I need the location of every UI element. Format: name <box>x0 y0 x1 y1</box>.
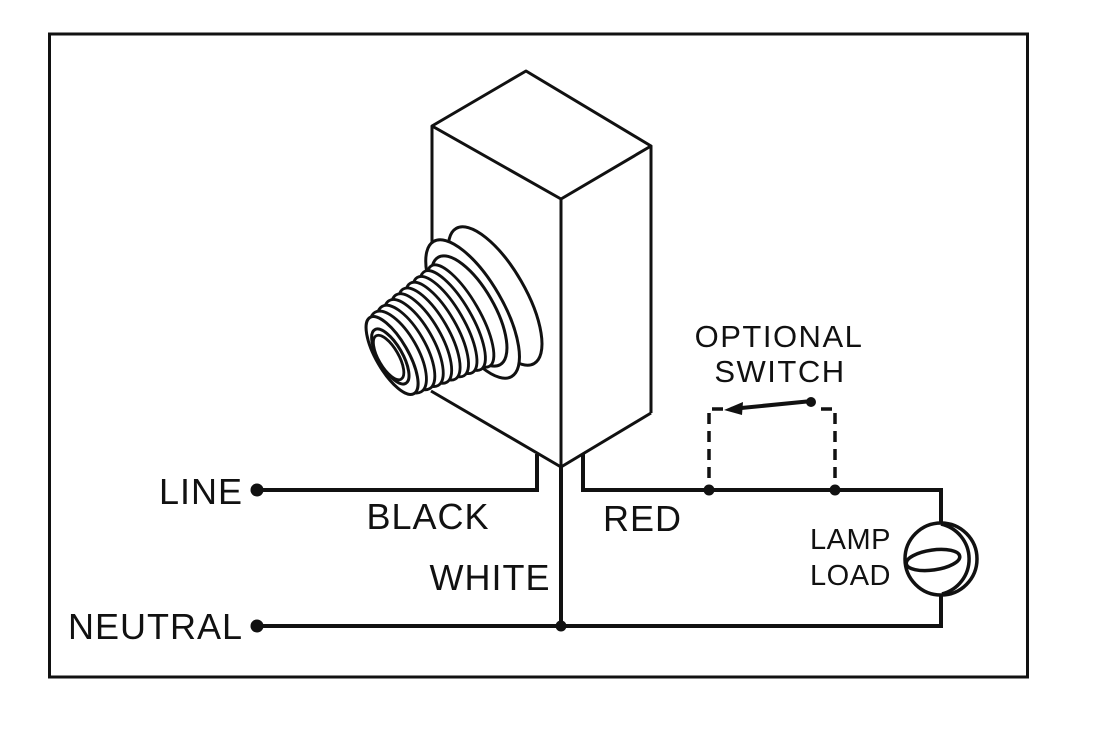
photocell-box-bottom-left-edge <box>430 389 562 469</box>
neutral-wire <box>256 596 943 628</box>
switch-blade <box>730 399 813 411</box>
wires <box>256 454 943 628</box>
optional-switch-symbol <box>703 397 841 496</box>
white-wire-label: WHITE <box>430 557 551 598</box>
switch-blade-arrowhead-icon <box>724 402 743 415</box>
lamp-load-symbol <box>903 521 979 597</box>
photocell-box-top-face <box>430 69 653 201</box>
black-wire-label: BLACK <box>366 496 489 537</box>
switch-dashed-lead-left <box>707 407 723 489</box>
neutral-label: NEUTRAL <box>68 606 243 647</box>
white-neutral-junction-dot <box>555 620 567 632</box>
red-wire-label: RED <box>603 498 682 539</box>
lamp-filament-ellipse <box>904 547 962 573</box>
photocell-box <box>430 69 653 469</box>
optional-switch-label-line1: OPTIONAL <box>695 319 864 354</box>
line-black-wire <box>256 454 539 492</box>
lamp-filament-arc <box>940 522 971 596</box>
line-label: LINE <box>159 471 243 512</box>
sensor-lens-inner-ring <box>371 333 406 382</box>
photocell-sensor <box>364 225 544 396</box>
optional-switch-label-line2: SWITCH <box>714 354 845 389</box>
switch-right-junction-dot <box>829 484 841 496</box>
switch-pivot-dot <box>806 397 816 407</box>
lamp-load-label-line2: LOAD <box>810 560 891 592</box>
photocell-box-bottom-right-edge <box>560 411 652 469</box>
switch-dashed-lead-right <box>821 407 837 489</box>
lamp-load-label-line1: LAMP <box>810 524 891 556</box>
diagram-border-frame <box>48 32 1029 679</box>
switch-left-junction-dot <box>703 484 715 496</box>
line-terminal-dot <box>250 483 264 497</box>
neutral-terminal-dot <box>250 619 264 633</box>
red-wire <box>581 454 943 523</box>
